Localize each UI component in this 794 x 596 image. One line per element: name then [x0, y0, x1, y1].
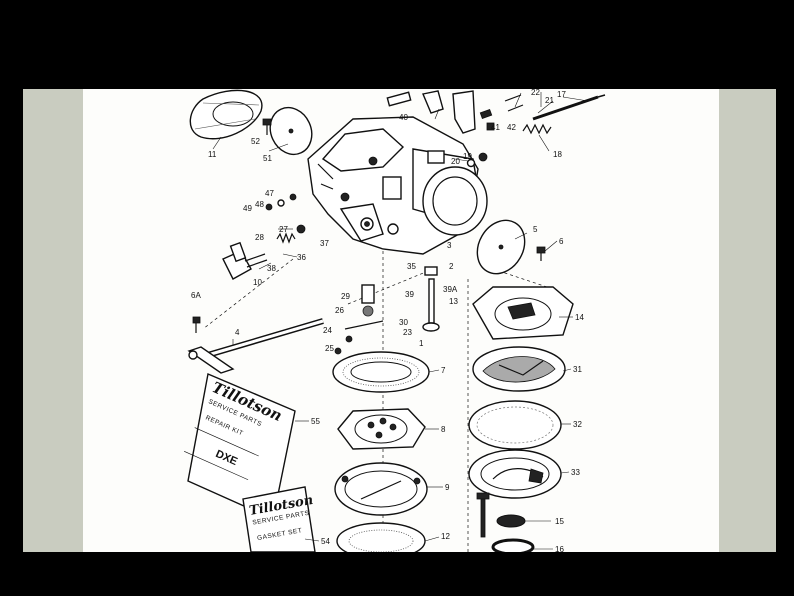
label-part-55: 55	[311, 417, 320, 426]
label-part-4: 4	[235, 328, 240, 337]
label-part-22: 22	[531, 89, 540, 97]
label-part-47: 47	[265, 189, 274, 198]
label-part-1: 1	[419, 339, 424, 348]
gasket-part-11	[189, 89, 263, 140]
screws-part-41-42	[479, 94, 524, 131]
label-part-40: 40	[399, 113, 408, 122]
screw-part-39	[422, 266, 440, 332]
label-part-19: 19	[463, 152, 472, 161]
diagram-page: Tillotson SERVICE PARTS REPAIR KIT DXE T…	[83, 89, 719, 552]
screw-part-6a	[192, 316, 201, 333]
label-part-37: 37	[320, 239, 329, 248]
diaphragm-part-31	[472, 346, 566, 392]
throttle-shaft-part-4	[187, 318, 324, 374]
label-part-32: 32	[573, 420, 582, 429]
label-part-52: 52	[251, 137, 260, 146]
diaphragm-part-51	[269, 106, 313, 156]
screw-part-6	[536, 246, 546, 261]
gasket-set-card: Tillotson SERVICE PARTS GASKET SET	[242, 486, 316, 552]
label-part-54: 54	[321, 537, 330, 546]
label-part-28: 28	[255, 233, 264, 242]
gasket-part-32	[468, 400, 562, 450]
label-part-36: 36	[297, 253, 306, 262]
label-part-15: 15	[555, 517, 564, 526]
label-part-48: 48	[255, 200, 264, 209]
pump-body-part-14	[472, 286, 574, 340]
label-part-11: 11	[208, 150, 217, 159]
label-part-51: 51	[263, 154, 272, 163]
label-part-38: 38	[267, 264, 276, 273]
label-part-23: 23	[403, 328, 412, 337]
throttle-lever-part-40	[386, 90, 476, 134]
label-part-33: 33	[571, 468, 580, 477]
gasket-part-16	[491, 538, 535, 552]
label-part-24: 24	[323, 326, 332, 335]
filter-screen-part-15	[496, 514, 526, 528]
label-part-27: 27	[279, 225, 288, 234]
label-part-26: 26	[335, 306, 344, 315]
label-part-31: 31	[573, 365, 582, 374]
label-part-6: 6	[559, 237, 564, 246]
part-number-labels: 11 52 51 40 41 42 22 21 17 18 19 20 3 2 …	[191, 89, 584, 552]
label-part-14: 14	[575, 313, 584, 322]
label-part-39a: 39A	[443, 285, 458, 294]
label-part-35: 35	[407, 262, 416, 271]
label-part-2: 2	[449, 262, 454, 271]
label-part-16: 16	[555, 545, 564, 552]
exploded-carburetor-diagram: Tillotson SERVICE PARTS REPAIR KIT DXE T…	[184, 89, 606, 552]
label-part-41: 41	[491, 123, 500, 132]
cover-part-9	[334, 462, 428, 516]
label-part-21: 21	[545, 96, 554, 105]
fuel-fitting-part-10	[222, 241, 268, 280]
nuts-part-19-20	[466, 152, 488, 168]
label-part-42: 42	[507, 123, 516, 132]
label-part-13: 13	[449, 297, 458, 306]
label-part-9: 9	[445, 483, 450, 492]
label-part-10: 10	[253, 278, 262, 287]
label-part-3: 3	[447, 241, 452, 250]
label-part-20: 20	[451, 157, 460, 166]
metering-plate-part-8	[337, 408, 426, 450]
label-part-25: 25	[325, 344, 334, 353]
screw-part-13	[476, 492, 490, 538]
label-part-18: 18	[553, 150, 562, 159]
inlet-needle-part-29	[334, 284, 384, 355]
label-part-8: 8	[441, 425, 446, 434]
label-part-49: 49	[243, 204, 252, 213]
label-part-7: 7	[441, 366, 446, 375]
gasket-part-12	[336, 522, 426, 552]
diaphragm-part-5	[476, 219, 526, 275]
needle-part-17	[532, 94, 606, 121]
label-part-30: 30	[399, 318, 408, 327]
diaphragm-part-33	[468, 449, 562, 499]
repair-kit-card: Tillotson SERVICE PARTS REPAIR KIT DXE	[184, 373, 296, 520]
label-part-17: 17	[557, 90, 566, 99]
label-part-6a: 6A	[191, 291, 201, 300]
spring-part-28	[276, 224, 306, 244]
screws-part-47-48-49	[265, 193, 297, 211]
label-part-39: 39	[405, 290, 414, 299]
screw-part-52	[262, 118, 272, 135]
label-part-29: 29	[341, 292, 350, 301]
carburetor-body	[307, 116, 488, 255]
label-part-12: 12	[441, 532, 450, 541]
gasket-part-7	[332, 351, 430, 393]
leader-lines	[212, 92, 589, 550]
label-part-5: 5	[533, 225, 538, 234]
spring-part-18	[522, 123, 552, 135]
